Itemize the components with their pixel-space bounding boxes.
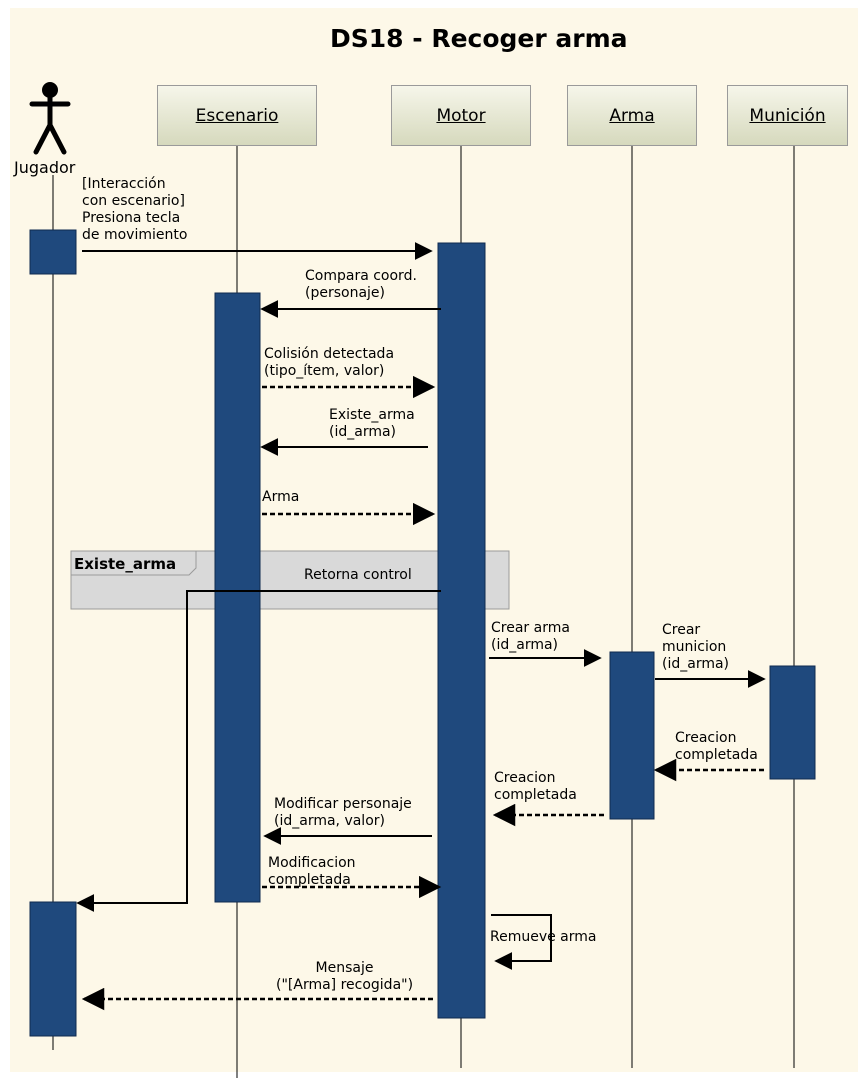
- msg-label-9: Creacion completada: [494, 770, 577, 803]
- activation-arma: [609, 651, 655, 820]
- actor-label: Jugador: [14, 158, 76, 177]
- msg-label-12: Remueve arma: [490, 929, 597, 945]
- msg-arrow-12: [491, 914, 552, 970]
- lifeline-motor-label: Motor: [436, 105, 486, 126]
- msg-label-3: Colisión detectada (tipo_ítem, valor): [264, 346, 395, 379]
- lifeline-municion-label: Munición: [749, 105, 826, 126]
- lifeline-header-arma: Arma: [567, 85, 697, 146]
- lifeline-header-motor: Motor: [391, 85, 531, 146]
- msg-label-8: Creacion completada: [675, 730, 758, 763]
- lifeline-escenario-label: Escenario: [195, 105, 279, 126]
- actor-icon: [29, 82, 71, 155]
- activation-jugador-2: [29, 901, 77, 1037]
- fragment-message: Retorna control: [304, 567, 412, 583]
- msg-label-4: Existe_arma (id_arma): [329, 407, 415, 440]
- msg-label-11: Modificacion completada: [268, 855, 356, 888]
- msg-label-7: Crear municion (id_arma): [662, 622, 730, 672]
- lifeline-arma-label: Arma: [609, 105, 655, 126]
- msg-label-2: Compara coord. (personaje): [305, 268, 417, 301]
- activation-jugador-1: [29, 229, 77, 275]
- activation-motor: [437, 242, 486, 1019]
- activation-municion: [769, 665, 816, 780]
- msg-label-13: Mensaje ("[Arma] recogida"): [276, 960, 414, 993]
- msg-label-1: [Interacción con escenario] Presiona tec…: [82, 176, 188, 243]
- activation-escenario: [214, 292, 261, 903]
- msg-label-6: Crear arma (id_arma): [491, 620, 570, 653]
- msg-label-10: Modificar personaje (id_arma, valor): [274, 796, 412, 829]
- lifeline-header-municion: Munición: [727, 85, 848, 146]
- fragment-corner: [71, 550, 197, 576]
- msg-label-5: Arma: [262, 489, 300, 505]
- fragment-existe-arma: [70, 550, 510, 610]
- diagram-title: DS18 - Recoger arma: [330, 24, 628, 53]
- lifeline-header-escenario: Escenario: [157, 85, 317, 146]
- fragment-title: Existe_arma: [74, 555, 177, 573]
- msg-arrow-retorna: [76, 590, 441, 912]
